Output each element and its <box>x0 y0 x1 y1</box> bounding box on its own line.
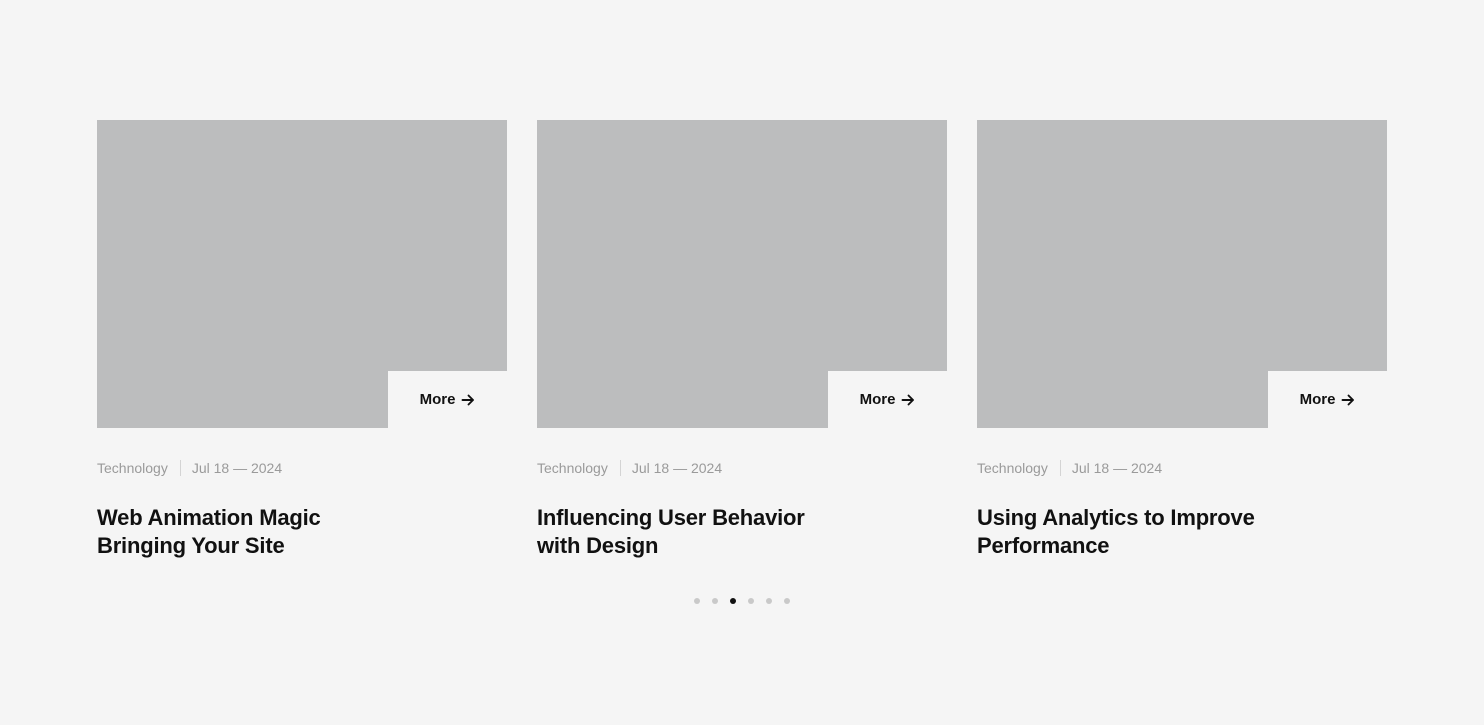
arrow-right-icon <box>461 394 475 405</box>
meta-divider <box>179 460 181 476</box>
post-date: Jul 18 — 2024 <box>191 460 283 476</box>
card-thumbnail[interactable]: More <box>97 120 507 428</box>
card-meta: Technology Jul 18 — 2024 <box>537 460 947 476</box>
blog-slider: More Technology Jul 18 — 2024 Web Animat… <box>97 120 1387 560</box>
post-title[interactable]: Influencing User Behavior with Design <box>537 505 805 558</box>
meta-divider <box>619 460 621 476</box>
more-label: More <box>419 391 456 408</box>
post-title[interactable]: Using Analytics to Improve Performance <box>977 505 1255 558</box>
post-date: Jul 18 — 2024 <box>1071 460 1163 476</box>
category-label[interactable]: Technology <box>977 460 1048 476</box>
category-label[interactable]: Technology <box>537 460 608 476</box>
more-button[interactable]: More <box>1268 371 1387 428</box>
card-meta: Technology Jul 18 — 2024 <box>97 460 507 476</box>
arrow-right-icon <box>901 394 915 405</box>
more-button[interactable]: More <box>388 371 507 428</box>
blog-card: More Technology Jul 18 — 2024 Influencin… <box>537 120 947 560</box>
more-button[interactable]: More <box>828 371 947 428</box>
pagination-dot[interactable] <box>784 598 790 604</box>
card-list: More Technology Jul 18 — 2024 Web Animat… <box>97 120 1387 560</box>
pagination-dot[interactable] <box>694 598 700 604</box>
pagination-dot[interactable] <box>748 598 754 604</box>
pagination-dot[interactable] <box>712 598 718 604</box>
more-label: More <box>1299 391 1336 408</box>
post-title[interactable]: Web Animation Magic Bringing Your Site <box>97 505 321 558</box>
card-thumbnail[interactable]: More <box>537 120 947 428</box>
pagination-dots <box>0 598 1484 604</box>
card-thumbnail[interactable]: More <box>977 120 1387 428</box>
meta-divider <box>1059 460 1061 476</box>
card-meta: Technology Jul 18 — 2024 <box>977 460 1387 476</box>
arrow-right-icon <box>1341 394 1355 405</box>
blog-card: More Technology Jul 18 — 2024 Web Animat… <box>97 120 507 560</box>
pagination-dot[interactable] <box>766 598 772 604</box>
post-date: Jul 18 — 2024 <box>631 460 723 476</box>
blog-card: More Technology Jul 18 — 2024 Using Anal… <box>977 120 1387 560</box>
pagination-dot-active[interactable] <box>730 598 736 604</box>
more-label: More <box>859 391 896 408</box>
category-label[interactable]: Technology <box>97 460 168 476</box>
